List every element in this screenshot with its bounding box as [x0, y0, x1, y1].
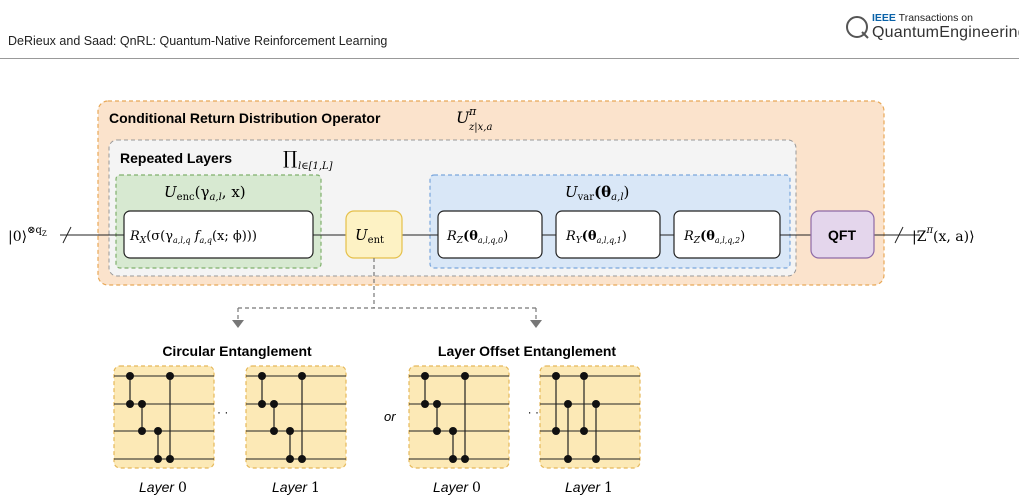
- input-state-label: |0⟩⊗qZ: [8, 225, 47, 245]
- layer-1-target-dot-2: [138, 427, 146, 435]
- variational-title: Uvar(θa,l): [565, 183, 629, 203]
- outer-box-sup: π: [468, 105, 477, 118]
- layer-2-target-dot-1: [258, 400, 266, 408]
- offset-entanglement-title: Layer Offset Entanglement: [438, 343, 616, 359]
- layer-4-target-dot-1: [552, 427, 560, 435]
- repeated-layers-title: Repeated Layers: [120, 150, 232, 166]
- journal-logo-icon: [846, 16, 869, 39]
- layer-3-control-dot-3: [449, 427, 457, 435]
- layer-1-control-dot-3: [154, 427, 162, 435]
- ry-gate-label: RY(θa,l,q,1): [565, 229, 627, 246]
- layer-2-target-dot-4: [298, 372, 306, 380]
- layer-1-control-dot-1: [126, 372, 134, 380]
- outer-box-sub: z|x,a: [468, 122, 492, 133]
- layer-1-target-dot-1: [126, 400, 134, 408]
- or-label: or: [384, 409, 396, 424]
- layer-4-control-dot-4: [592, 455, 600, 463]
- layer-3-target-dot-4: [461, 372, 469, 380]
- rz-gate-2-label: RZ(θa,l,q,2): [683, 229, 745, 246]
- layer-2-control-dot-3: [286, 427, 294, 435]
- variational-gate-2: RY(θa,l,q,1): [555, 210, 661, 259]
- layer-1-target-dot-3: [154, 455, 162, 463]
- qft-gate: [810, 210, 875, 259]
- layer-4-control-dot-1: [552, 372, 560, 380]
- layer-2-control-dot-2: [270, 400, 278, 408]
- variational-gate-3: RZ(θa,l,q,2): [673, 210, 781, 259]
- layer-4-control-dot-2: [564, 400, 572, 408]
- layer-2-control-dot-1: [258, 372, 266, 380]
- layer-1-target-dot-4: [166, 372, 174, 380]
- layer-1-control-dot-2: [138, 400, 146, 408]
- journal-title-line1: IEEE Transactions on: [872, 12, 973, 24]
- circular-entanglement-title: Circular Entanglement: [162, 343, 312, 359]
- layer-1-control-dot-4: [166, 455, 174, 463]
- repeated-product-symbol: ∏: [283, 148, 297, 169]
- arrow-right-icon: [530, 320, 542, 328]
- layer-2-box: [245, 365, 347, 469]
- rz-gate-1-label: RZ(θa,l,q,0): [446, 229, 508, 246]
- output-state-label: |Zπ(x, a)⟩: [912, 225, 975, 245]
- rx-encoding-gate: [123, 210, 314, 259]
- entanglement-label: Uent: [355, 226, 384, 246]
- bus-slash-in: [62, 226, 72, 244]
- layer-4-target-dot-3: [580, 372, 588, 380]
- variational-gate-1: RZ(θa,l,q,0): [437, 210, 543, 259]
- journal-logo: IEEE Transactions on QuantumEngineering: [844, 10, 1019, 46]
- outer-box-symbol: U: [456, 108, 470, 127]
- bus-slash-out: [894, 226, 904, 244]
- layer-3-control-dot-1: [421, 372, 429, 380]
- layer-2-target-dot-3: [286, 455, 294, 463]
- layer-1-box: [113, 365, 215, 469]
- layer-2-target-dot-2: [270, 427, 278, 435]
- rx-encoding-label: RX(σ(γa,l,q fa,q(x; ϕ))): [129, 229, 257, 246]
- running-header: DeRieux and Saad: QnRL: Quantum-Native R…: [8, 34, 388, 48]
- layer-4-box: [539, 365, 641, 469]
- journal-line2: QuantumEngineering: [872, 24, 1019, 41]
- journal-brand: IEEE: [872, 12, 896, 24]
- repeated-product-sub: l∈[1,L]: [298, 161, 333, 172]
- entanglement-layers: [113, 365, 641, 469]
- encoding-title: Uenc(γa,l, x): [164, 183, 246, 203]
- layer-3-target-dot-3: [449, 455, 457, 463]
- layer-4-target-dot-2: [564, 455, 572, 463]
- layer-3-target-dot-1: [421, 400, 429, 408]
- layer-3-box: [408, 365, 510, 469]
- layer-4-control-dot-3: [580, 427, 588, 435]
- expansion-connector: [237, 258, 537, 322]
- outer-box-title: Conditional Return Distribution Operator: [109, 110, 381, 126]
- layer-3-control-dot-4: [461, 455, 469, 463]
- journal-line1: Transactions on: [898, 12, 973, 24]
- layer-2-control-dot-4: [298, 455, 306, 463]
- layer-4-target-dot-4: [592, 400, 600, 408]
- arrow-left-icon: [232, 320, 244, 328]
- qft-label: QFT: [828, 227, 856, 243]
- header-divider: [0, 58, 1019, 59]
- layer-3-control-dot-2: [433, 400, 441, 408]
- layer-3-target-dot-2: [433, 427, 441, 435]
